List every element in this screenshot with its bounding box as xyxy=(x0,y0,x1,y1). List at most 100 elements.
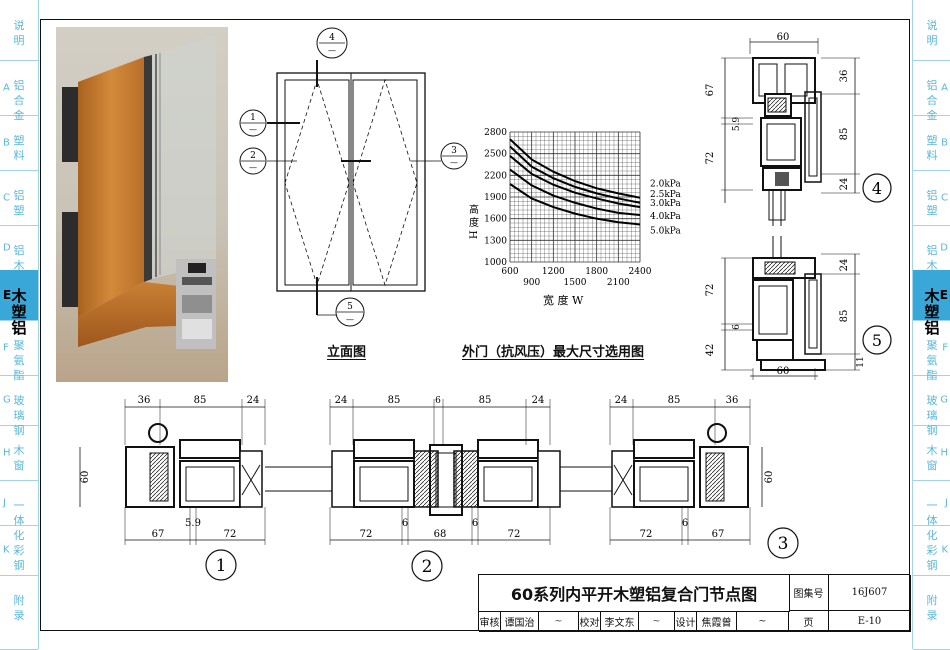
checker-signature: ~ xyxy=(639,611,675,632)
side-tab-letter: G xyxy=(940,394,948,406)
side-tab-letter: D xyxy=(3,242,11,253)
x-tick-label: 1500 xyxy=(564,278,587,288)
series-line-0 xyxy=(509,138,641,199)
svg-text:68: 68 xyxy=(434,529,447,540)
svg-text:6: 6 xyxy=(435,396,441,406)
svg-text:24: 24 xyxy=(839,178,850,191)
drawing-title: 60系列内平开木塑铝复合门节点图 xyxy=(479,575,790,612)
side-tab-letter: C xyxy=(3,192,10,203)
svg-text:5.9: 5.9 xyxy=(185,518,201,529)
svg-text:—: — xyxy=(450,158,458,167)
series-label-2: 3.0kPa xyxy=(650,199,681,209)
side-tab-letter: J xyxy=(945,497,948,508)
svg-text:72: 72 xyxy=(705,284,716,297)
page-label: 页 xyxy=(789,611,829,632)
side-tab-letter: H xyxy=(3,447,11,458)
svg-text:11: 11 xyxy=(856,356,866,367)
x-tick-label: 1200 xyxy=(542,267,565,277)
section-detail-5: 60 72 42 6 24 85 11 5 xyxy=(705,236,892,380)
review-label: 审核 xyxy=(479,611,501,632)
side-tab-letter: J xyxy=(3,497,6,508)
side-tab-letter: F xyxy=(3,342,9,353)
side-tab-left-11[interactable]: 附录 xyxy=(0,575,38,650)
svg-text:36: 36 xyxy=(839,70,850,83)
checker-name: 李文东 xyxy=(601,611,639,632)
y-tick-label: 2500 xyxy=(484,150,507,160)
designer-signature: ~ xyxy=(737,611,789,632)
section-detail-4: 60 67 5.9 72 36 85 24 4 xyxy=(705,32,892,226)
callout-5-num: 5 xyxy=(347,302,353,312)
detail-5-label: 5 xyxy=(872,331,882,350)
side-tab-letter: C xyxy=(941,192,948,203)
svg-text:60: 60 xyxy=(80,471,91,484)
side-tab-right-0[interactable]: 说明 xyxy=(913,0,950,61)
detail-3: 24 85 36 60 72 6 67 3 xyxy=(585,395,799,559)
svg-text:85: 85 xyxy=(839,128,850,141)
svg-text:5.9: 5.9 xyxy=(732,117,742,132)
svg-text:67: 67 xyxy=(152,529,165,540)
side-tab-right-11[interactable]: 附录 xyxy=(913,575,950,650)
detail-1: 36 85 24 60 67 5.9 72 1 xyxy=(79,395,302,581)
svg-text:72: 72 xyxy=(224,529,237,540)
detail-2-label: 2 xyxy=(422,557,433,577)
detail-2: 24 85 6 85 24 72 6 68 6 72 2 xyxy=(302,395,585,582)
svg-text:72: 72 xyxy=(705,152,716,165)
design-label: 设计 xyxy=(675,611,697,632)
elevation-caption: 立面图 xyxy=(327,345,367,360)
side-tab-letter: B xyxy=(3,137,10,148)
svg-text:6: 6 xyxy=(732,324,742,330)
y-tick-label: 2800 xyxy=(484,128,507,138)
svg-text:60: 60 xyxy=(764,471,775,484)
side-tab-left-0[interactable]: 说明 xyxy=(0,0,38,61)
svg-text:67: 67 xyxy=(705,84,716,97)
x-tick-label: 900 xyxy=(523,278,540,288)
chart-ylabel: 高 度 H xyxy=(467,203,479,240)
reviewer-signature: ~ xyxy=(539,611,579,632)
side-tab-letter: A xyxy=(941,82,948,93)
svg-text:24: 24 xyxy=(615,395,628,406)
side-tab-letter: G xyxy=(3,394,11,406)
wood-corner-sample-image xyxy=(62,35,216,349)
sample-photo xyxy=(56,27,228,382)
side-tab-letter: H xyxy=(940,447,948,458)
svg-text:6: 6 xyxy=(682,518,688,529)
svg-text:24: 24 xyxy=(335,395,348,406)
detail-1-label: 1 xyxy=(216,556,227,576)
callout-2-num: 2 xyxy=(250,151,256,161)
svg-text:60: 60 xyxy=(777,366,790,377)
chart-grid xyxy=(509,131,641,263)
side-tab-letter: D xyxy=(940,242,948,253)
side-tab-letter: F xyxy=(942,342,948,353)
check-label: 校对 xyxy=(579,611,601,632)
svg-text:24: 24 xyxy=(532,395,545,406)
series-label-3: 4.0kPa xyxy=(650,212,681,222)
svg-text:85: 85 xyxy=(479,395,492,406)
callout-1-num: 1 xyxy=(250,113,256,123)
svg-text:24: 24 xyxy=(247,395,260,406)
chart-title: 外门（抗风压）最大尺寸选用图 xyxy=(462,345,645,360)
series-line-3 xyxy=(509,168,641,217)
side-tab-letter: E xyxy=(939,288,948,302)
svg-text:6: 6 xyxy=(472,518,478,529)
chart-xlabel: 宽 度 W xyxy=(543,293,584,307)
